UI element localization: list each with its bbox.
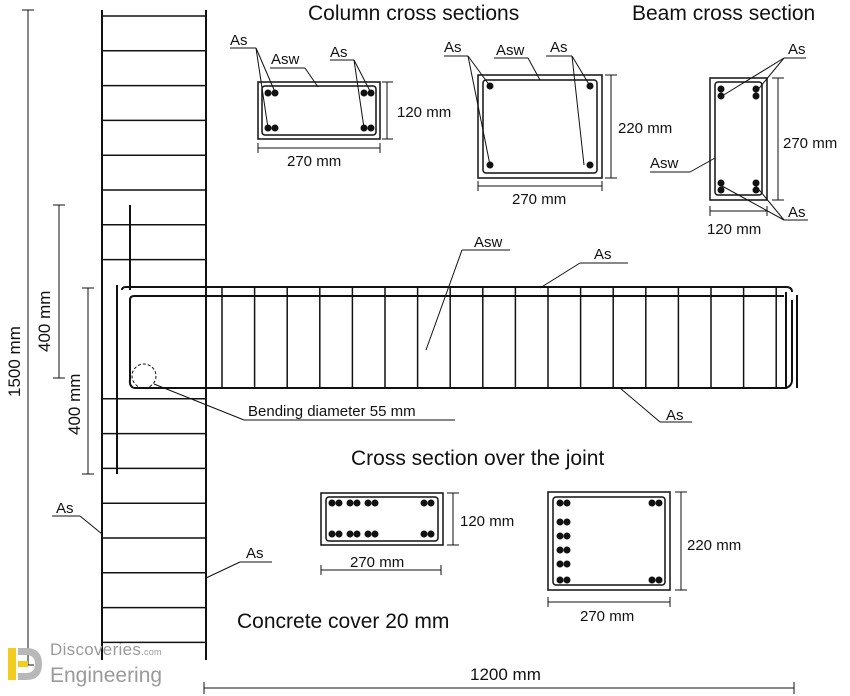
concrete-cover-label: Concrete cover 20 mm bbox=[237, 610, 449, 633]
beam-asw-label: Asw bbox=[474, 234, 503, 251]
beam-section: As Asw As 270 mm 120 mm bbox=[650, 41, 837, 238]
beam-section-as-bottom-label: As bbox=[788, 204, 806, 221]
bending-diameter-marker bbox=[131, 363, 157, 389]
column-sections-title: Column cross sections bbox=[308, 2, 519, 25]
beam-section-as-top-label: As bbox=[788, 41, 806, 58]
beam-elevation: Bending diameter 55 mm Asw As As bbox=[121, 234, 798, 424]
joint220-height-label: 220 mm bbox=[687, 537, 741, 554]
col220-as-left-label: As bbox=[444, 39, 462, 56]
col220-height-label: 220 mm bbox=[618, 120, 672, 137]
col120-asw-label: Asw bbox=[271, 51, 300, 68]
dim-400-lower-label: 400 mm bbox=[65, 374, 84, 435]
col120-width-label: 270 mm bbox=[287, 153, 341, 170]
joint-section-title: Cross section over the joint bbox=[351, 447, 604, 470]
col120-height-label: 120 mm bbox=[397, 104, 451, 121]
col120-as-left-label: As bbox=[230, 32, 248, 49]
column-as-labels: As As bbox=[52, 500, 272, 579]
col220-width-label: 270 mm bbox=[512, 191, 566, 208]
col220-as-right-label: As bbox=[550, 39, 568, 56]
joint120-width-label: 270 mm bbox=[350, 554, 404, 571]
beam-bottom-as-label: As bbox=[666, 407, 684, 424]
engineering-discoveries-logo: Discoveries.com Engineering bbox=[4, 640, 234, 692]
dim-400-upper-label: 400 mm bbox=[35, 291, 54, 352]
dim-1200-label: 1200 mm bbox=[470, 665, 541, 684]
col120-as-right-label: As bbox=[330, 44, 348, 61]
column-section-220: As Asw As 220 mm 270 mm bbox=[444, 39, 672, 208]
column-right-as-label: As bbox=[246, 545, 264, 562]
joint-section-120: 120 mm 270 mm bbox=[320, 492, 514, 575]
column-stirrups bbox=[102, 15, 206, 644]
dimension-400-upper: 400 mm bbox=[35, 204, 65, 379]
dimension-1200: 1200 mm bbox=[203, 665, 795, 694]
bending-diameter-label: Bending diameter 55 mm bbox=[248, 403, 416, 420]
logo-mark-icon bbox=[8, 648, 42, 680]
joint220-width-label: 270 mm bbox=[580, 608, 634, 625]
dim-1500-label: 1500 mm bbox=[5, 326, 24, 397]
joint-section-220: 220 mm 270 mm bbox=[547, 491, 741, 625]
column-elevation bbox=[101, 10, 207, 660]
beam-section-asw-label: Asw bbox=[650, 155, 679, 172]
column-section-120: As Asw As 120 mm 270 mm bbox=[230, 32, 451, 170]
col220-asw-label: Asw bbox=[496, 42, 525, 59]
beam-section-width-label: 120 mm bbox=[707, 221, 761, 238]
logo-line-1: Discoveries.com bbox=[50, 640, 162, 659]
beam-section-title: Beam cross section bbox=[632, 2, 815, 25]
beam-top-as-label: As bbox=[594, 246, 612, 263]
dimension-400-lower: 400 mm bbox=[65, 287, 94, 475]
beam-stirrups bbox=[221, 287, 777, 388]
logo-line-2: Engineering bbox=[50, 664, 163, 687]
joint120-height-label: 120 mm bbox=[460, 513, 514, 530]
column-left-as-label: As bbox=[56, 500, 74, 517]
dimension-1500: 1500 mm bbox=[5, 9, 34, 666]
beam-section-height-label: 270 mm bbox=[783, 135, 837, 152]
